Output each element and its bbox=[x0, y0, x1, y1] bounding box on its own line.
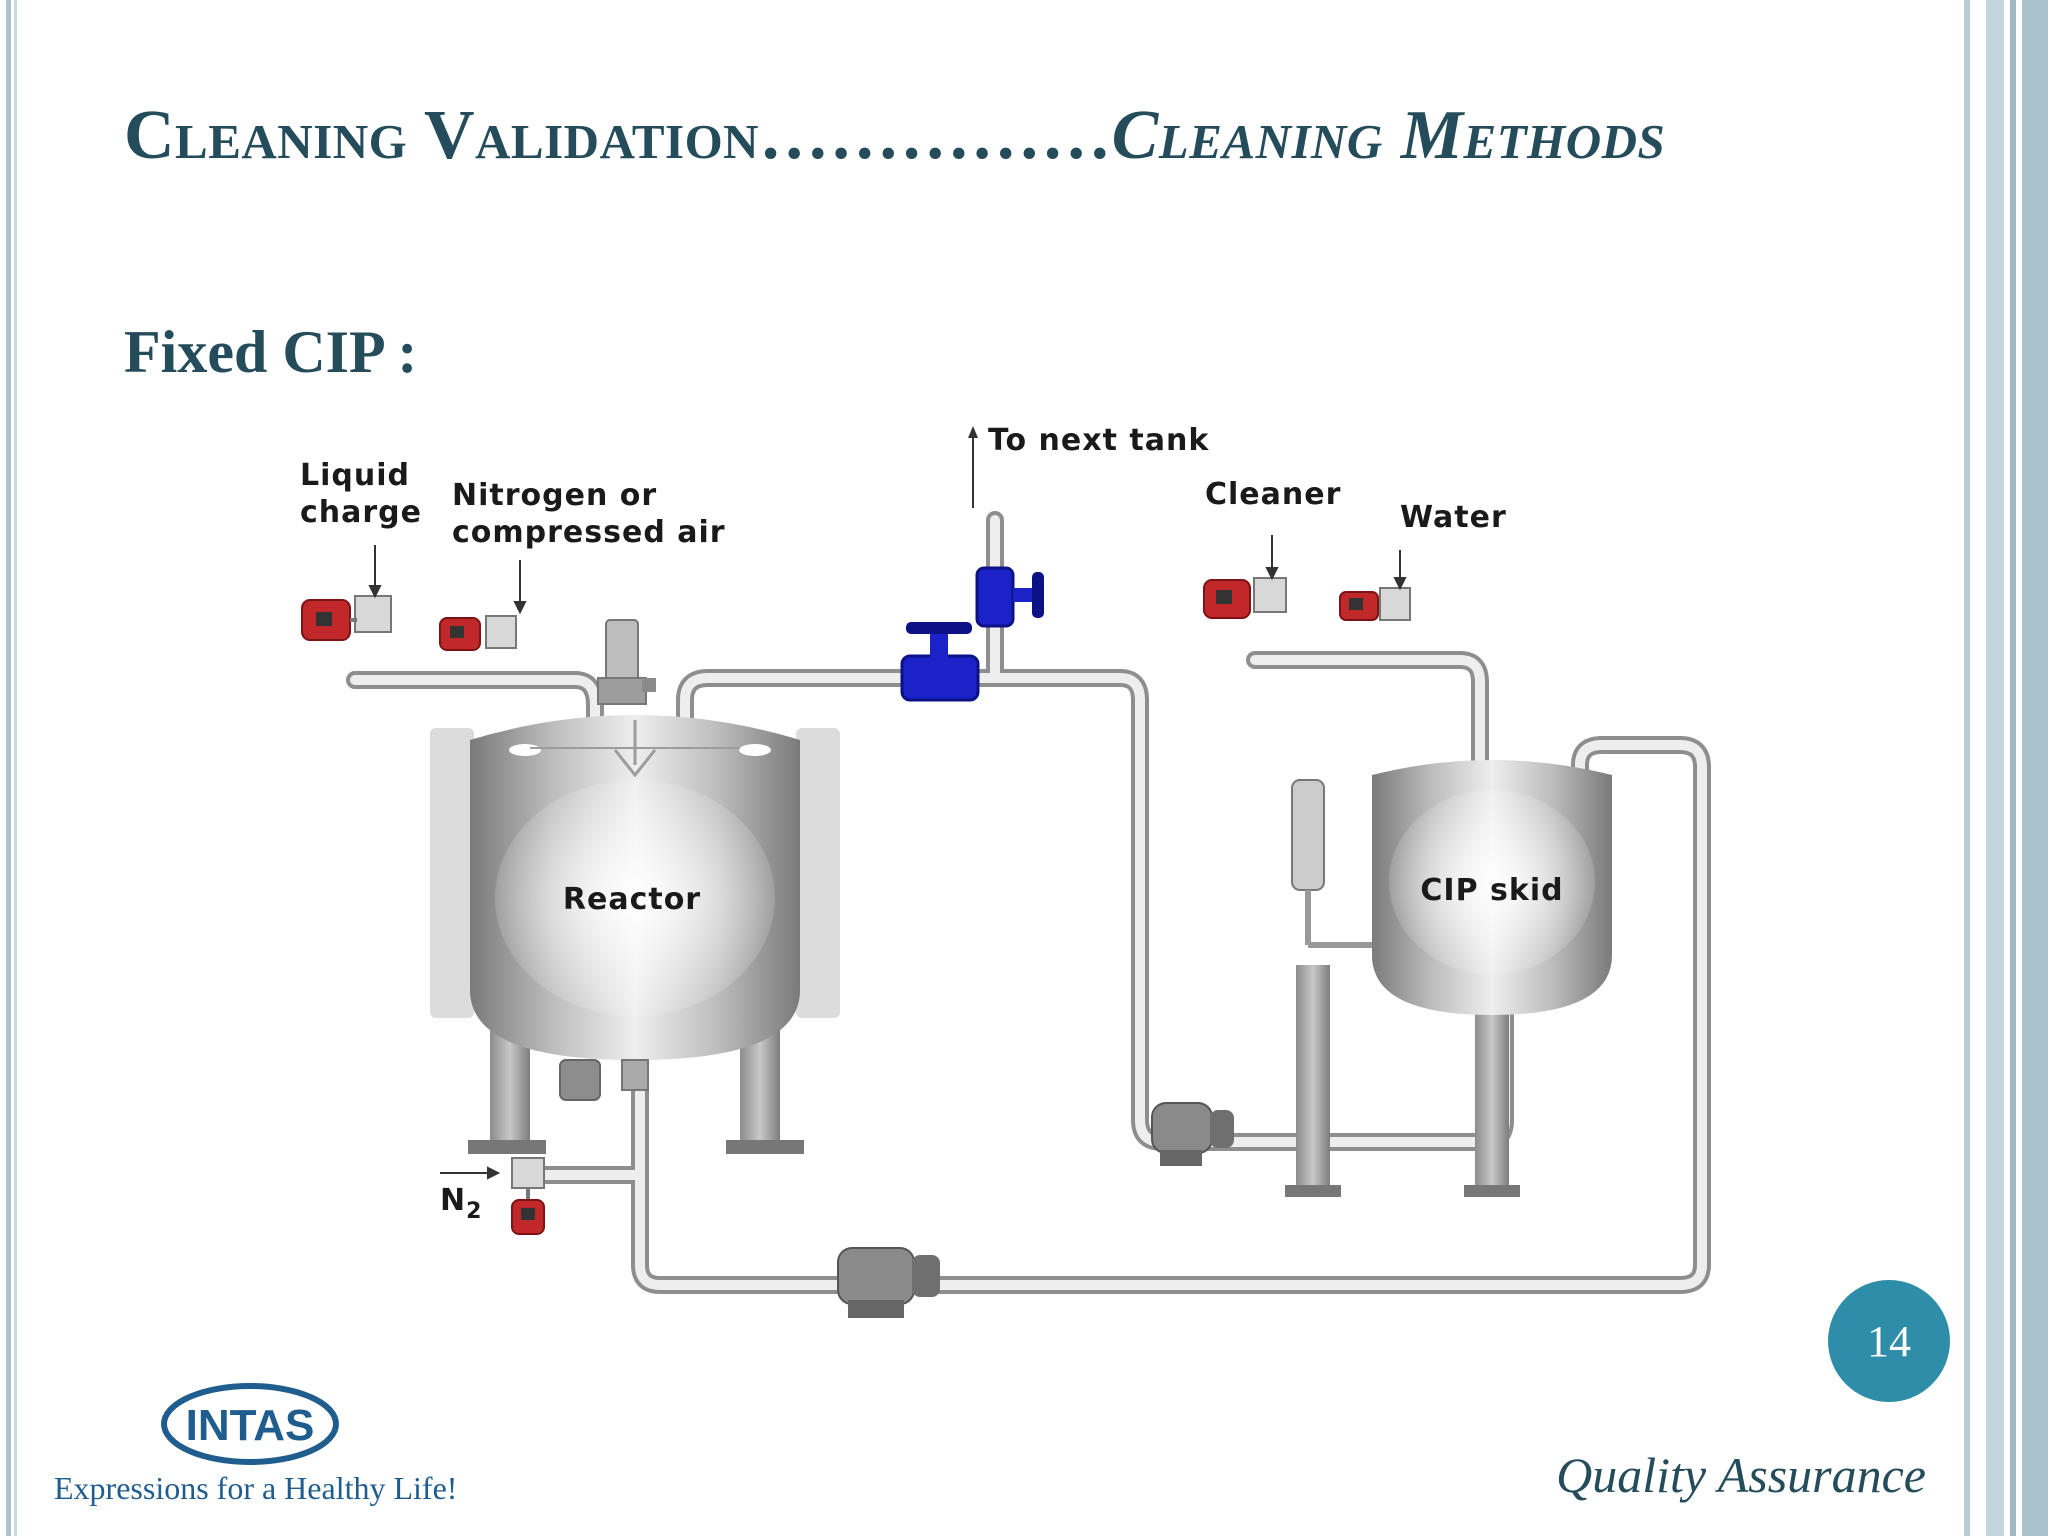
logo-tagline: Expressions for a Healthy Life! bbox=[54, 1470, 458, 1506]
title-main: Cleaning Validation bbox=[124, 97, 760, 174]
footer-department: Quality Assurance bbox=[1556, 1447, 1926, 1503]
label-n2: N2 bbox=[440, 1183, 482, 1224]
valve-liquid-charge bbox=[301, 595, 392, 641]
label-nitrogen-1: Nitrogen or bbox=[452, 478, 657, 513]
valve-n2 bbox=[511, 1157, 545, 1235]
arrow-to-next-tank bbox=[968, 426, 978, 508]
intas-logo: INTAS bbox=[161, 1383, 339, 1465]
valve-cleaner bbox=[1203, 577, 1287, 619]
label-liquid-charge-1: Liquid bbox=[300, 458, 410, 493]
fixed-cip-diagram: To next tank Reactor CIP s bbox=[300, 423, 1711, 1318]
slide-title: Cleaning Validation……………Cleaning Methods bbox=[124, 96, 1924, 176]
title-dots: …………… bbox=[759, 97, 1112, 174]
slide-border-left bbox=[0, 0, 24, 1536]
label-nitrogen-2: compressed air bbox=[452, 515, 726, 550]
label-cleaner: Cleaner bbox=[1205, 477, 1341, 512]
blue-valve-horizontal bbox=[900, 622, 980, 702]
valve-water bbox=[1339, 587, 1411, 621]
blue-valve-vertical bbox=[975, 566, 1044, 628]
section-heading: Fixed CIP : bbox=[124, 319, 418, 385]
label-cip-skid: CIP skid bbox=[1420, 873, 1563, 908]
pump-lower bbox=[837, 1247, 940, 1318]
reactor-vessel bbox=[430, 619, 840, 1154]
pipework bbox=[346, 511, 1711, 1294]
slide-border-right bbox=[1956, 0, 2048, 1536]
label-liquid-charge-2: charge bbox=[300, 495, 422, 530]
label-to-next-tank: To next tank bbox=[988, 423, 1209, 458]
pointer-arrows bbox=[368, 535, 1407, 1180]
title-sub: Cleaning Methods bbox=[1111, 97, 1666, 174]
label-water: Water bbox=[1400, 500, 1507, 535]
cip-skid-vessel bbox=[1285, 760, 1612, 1197]
page-number-badge: 14 bbox=[1828, 1280, 1950, 1402]
valve-nitrogen bbox=[439, 615, 517, 651]
pump-upper bbox=[1151, 1102, 1234, 1166]
label-reactor: Reactor bbox=[563, 882, 701, 917]
logo-wordmark: INTAS bbox=[186, 1401, 315, 1450]
